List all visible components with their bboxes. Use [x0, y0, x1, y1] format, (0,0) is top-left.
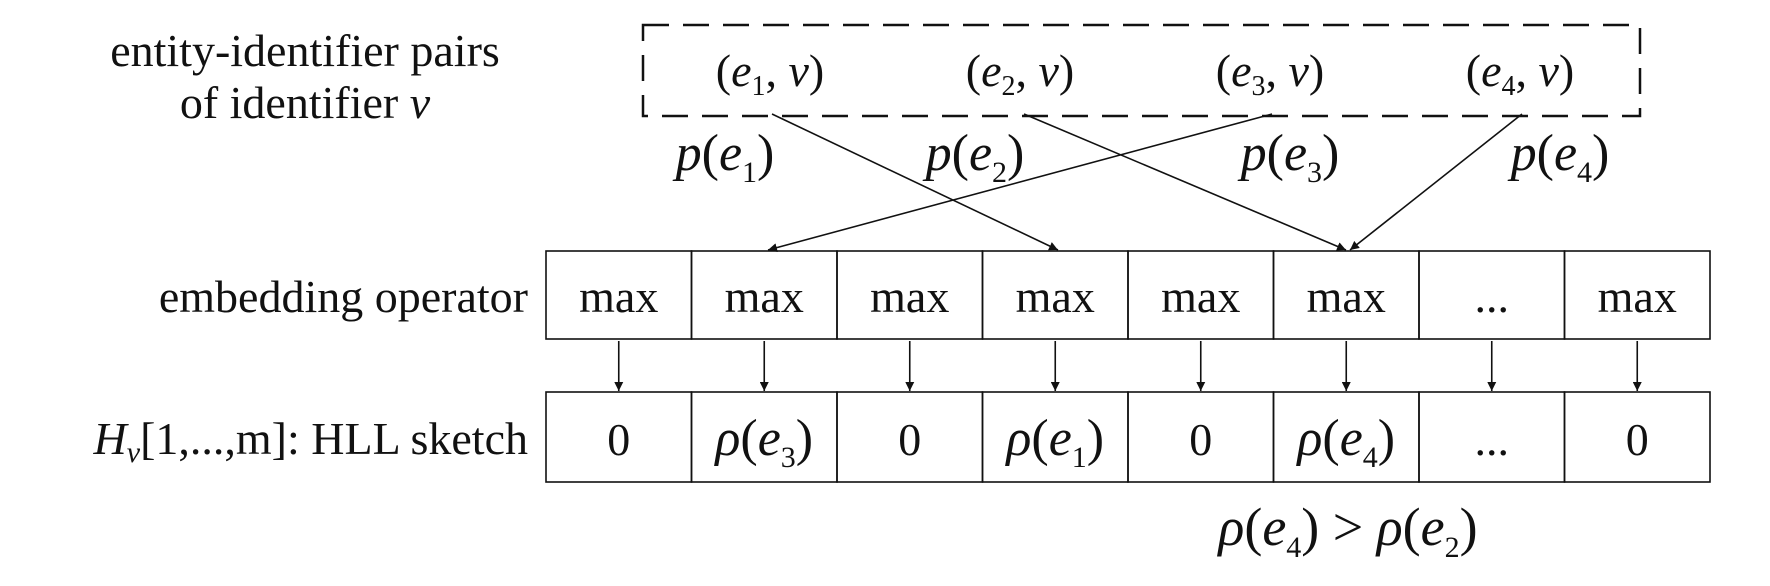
sketch-value-2: ρ(e3) — [713, 410, 813, 474]
operator-label-8: max — [1598, 271, 1677, 322]
sketch-value-5: 0 — [1189, 414, 1212, 465]
hash-label-3: p(e3) — [1237, 125, 1340, 189]
sketch-cell-8 — [1563, 391, 1711, 483]
sketch-value-3: 0 — [898, 414, 921, 465]
mapping-arrows — [767, 113, 1523, 252]
hll-sketch-label: Hv[1,...,m]: HLL sketch — [93, 413, 529, 469]
operator-label-1: max — [579, 271, 658, 322]
hash-label-1: p(e1) — [672, 125, 775, 189]
down-arrows — [614, 341, 1642, 391]
arrow-e4-to-max6 — [1349, 113, 1523, 251]
sketch-value-8: 0 — [1626, 414, 1649, 465]
embedding-operator-row: max max max max max max... max — [545, 250, 1711, 340]
sketch-value-4: ρ(e1) — [1004, 410, 1104, 474]
operator-cell-8 — [1563, 250, 1711, 340]
operator-label-7: ... — [1475, 271, 1510, 322]
pair-3: (e3, v) — [1216, 45, 1325, 102]
operator-label-3: max — [870, 271, 949, 322]
pairs-label-line2: of identifier v — [180, 77, 431, 128]
arrow-e3-to-max2 — [767, 113, 1273, 252]
comparison-text: ρ(e4) > ρ(e2) — [1216, 497, 1477, 564]
embedding-operator-label: embedding operator — [159, 271, 528, 322]
sketch-value-1: 0 — [607, 414, 630, 465]
operator-label-4: max — [1016, 271, 1095, 322]
pairs-label-line1: entity-identifier pairs — [110, 25, 500, 76]
hll-sketch-row: 0 ρ(e3) 0 ρ(e1) 0 ρ(e4)... 0 — [545, 391, 1711, 483]
pair-1: (e1, v) — [716, 45, 825, 102]
operator-label-6: max — [1307, 271, 1386, 322]
arrow-e1-to-max4 — [771, 113, 1059, 251]
comparison-expression: ρ(e4) > ρ(e2) — [1216, 497, 1477, 564]
operator-label-2: max — [725, 271, 804, 322]
pair-4: (e4, v) — [1466, 45, 1575, 102]
hash-labels-group: p(e1) p(e2) p(e3) p(e4) — [672, 125, 1610, 189]
pairs-group: (e1, v) (e2, v) (e3, v) (e4, v) — [716, 45, 1575, 102]
pair-2: (e2, v) — [966, 45, 1075, 102]
arrow-e2-to-max6 — [1023, 113, 1347, 251]
hash-label-2: p(e2) — [922, 125, 1025, 189]
sketch-value-6: ρ(e4) — [1295, 410, 1395, 474]
hash-label-4: p(e4) — [1507, 125, 1610, 189]
sketch-value-7: ... — [1475, 414, 1510, 465]
operator-label-5: max — [1161, 271, 1240, 322]
pairs-dashed-box — [641, 23, 1642, 118]
